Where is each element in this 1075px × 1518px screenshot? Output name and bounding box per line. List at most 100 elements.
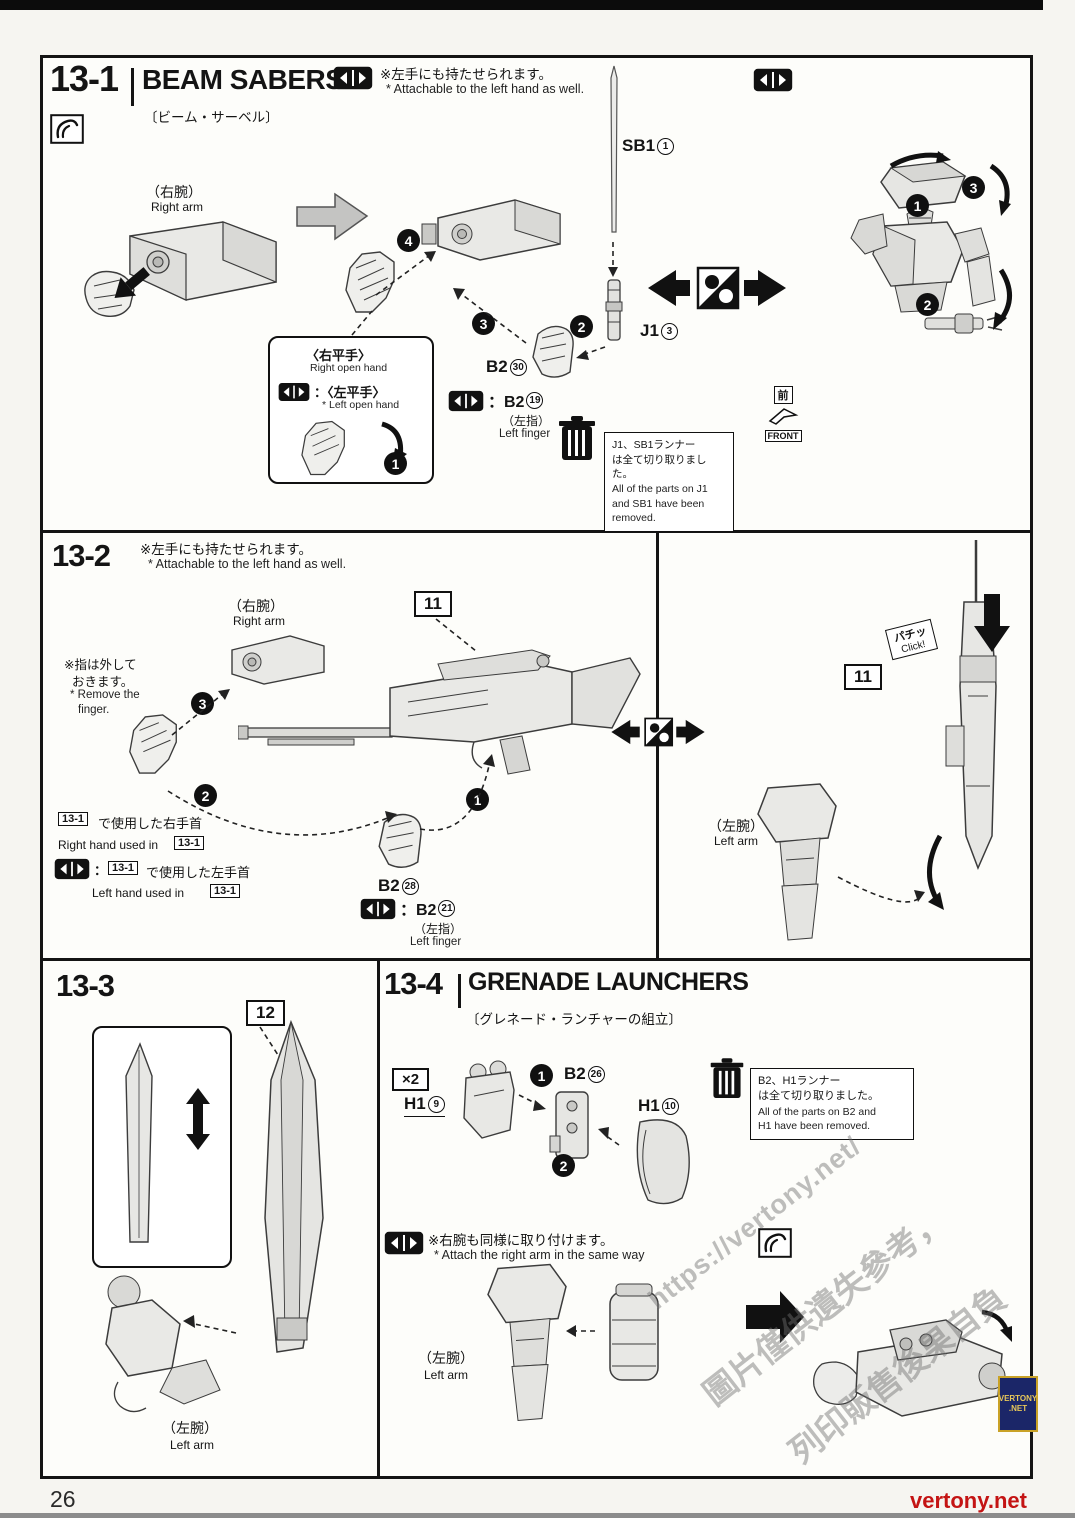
left-finger-label-jp: （左指） xyxy=(414,922,463,936)
left-finger-label-en: Left finger xyxy=(499,428,551,440)
note-line: and SB1 have been xyxy=(612,497,705,510)
step-marker: 3 xyxy=(191,692,214,715)
hand-swap-icon xyxy=(278,383,310,401)
trash-icon xyxy=(710,1058,744,1098)
part-box-12: 12 xyxy=(246,1000,285,1026)
part-code: B2 xyxy=(564,1064,586,1083)
part-code: H1 xyxy=(638,1096,660,1115)
view-change-icon xyxy=(648,266,786,310)
right-arm-label-en: Right arm xyxy=(233,614,286,628)
section-13-1-number: 13-1 xyxy=(50,58,119,99)
grenade-pack-illustration xyxy=(609,1283,659,1381)
title-separator-bar xyxy=(131,68,134,106)
note-line: H1 have been removed. xyxy=(758,1120,871,1133)
hand-swap-icon xyxy=(360,898,396,920)
insert-down-arrow-icon xyxy=(974,594,1010,652)
left-finger-label-en: Left finger xyxy=(410,936,462,948)
view-change-icon xyxy=(611,717,705,747)
part-box-11: 11 xyxy=(844,664,882,690)
right-open-hand-jp: 〈右平手〉 xyxy=(306,348,372,363)
slide-double-arrow-icon xyxy=(186,1088,210,1150)
forearm-illustration xyxy=(421,199,561,261)
section-13-4-number: 13-4 xyxy=(384,966,443,1001)
note-line: All of the parts on B2 and xyxy=(758,1105,876,1118)
ref-box-13-1: 13-1 xyxy=(174,836,205,850)
divider-13-1-13-2 xyxy=(40,530,1033,533)
left-arm-illustration xyxy=(487,1263,567,1422)
part-number-circle: 9 xyxy=(427,1095,445,1113)
trigger-hand-illustration xyxy=(378,813,422,868)
step-marker: 1 xyxy=(530,1064,553,1087)
left-arm-label-en: Left arm xyxy=(714,834,759,848)
fin-illustration xyxy=(125,1042,153,1243)
saber-hilt-illustration xyxy=(605,279,623,341)
note-13-1-jp: ※左手にも持たせられます。 xyxy=(380,67,552,82)
connector-arrows-13-2 xyxy=(167,618,925,903)
note-13-2-en: * Attachable to the left hand as well. xyxy=(148,557,347,571)
step-marker: 2 xyxy=(570,315,593,338)
left-arm-label-jp: （左腕） xyxy=(162,1420,218,1436)
colon: ： xyxy=(94,863,108,878)
beam-rifle-illustration xyxy=(238,649,641,775)
assembled-torso-illustration xyxy=(850,151,1012,334)
connector-arrows-13-3 xyxy=(183,1026,279,1334)
connector-arrows-13-4 xyxy=(518,1094,620,1337)
section-13-4-title: GRENADE LAUNCHERS xyxy=(468,968,749,996)
hand-swap-icon xyxy=(333,66,373,90)
remove-finger-en1: * Remove the xyxy=(70,689,140,701)
badge-line: .NET xyxy=(1008,1404,1028,1413)
left-arm-label-en: Left arm xyxy=(424,1368,469,1382)
part-number-circle: 19 xyxy=(526,391,544,409)
section-13-4-subtitle: 〔グレネード・ランチャーの組立〕 xyxy=(466,1012,682,1027)
removed-runners-note: B2、H1ランナー は全て切り取りました。 All of the parts o… xyxy=(750,1068,914,1141)
note-line: B2、H1ランナー xyxy=(758,1075,841,1087)
part-number-circle: 1 xyxy=(657,137,675,155)
left-open-hand-jp: ：〈左平手〉 xyxy=(314,385,386,400)
ref-box-13-1: 13-1 xyxy=(108,861,139,875)
part-code: H1 xyxy=(404,1094,426,1113)
front-arrow-icon xyxy=(768,408,799,425)
divider-13-3-13-4 xyxy=(377,961,380,1479)
part-box-11: 11 xyxy=(414,591,452,617)
used-right-en: Right hand used in xyxy=(58,838,159,852)
front-en-label: FRONT xyxy=(764,430,802,442)
left-arm-label-en: Left arm xyxy=(170,1438,215,1452)
trash-icon xyxy=(559,416,595,460)
divider-13-2-13-3 xyxy=(40,958,1033,961)
removed-runners-note: J1、SB1ランナー は全て切り取りました。 All of the parts … xyxy=(604,432,734,533)
step-marker: 3 xyxy=(962,176,985,199)
part-h1-9-illustration xyxy=(463,1060,515,1139)
left-arm-assembly-illustration xyxy=(105,1275,221,1413)
rifle-vertical-illustration xyxy=(927,540,997,910)
part-number-circle: 3 xyxy=(660,322,678,340)
section-13-1-title: BEAM SABERS xyxy=(142,64,344,95)
part-b2-26-illustration xyxy=(549,1091,589,1159)
note-13-4-jp: ※右腕も同様に取り付けます。 xyxy=(428,1233,614,1248)
right-open-hand-en: Right open hand xyxy=(310,362,388,374)
note-13-4-en: * Attach the right arm in the same way xyxy=(434,1248,645,1262)
hand-illustration xyxy=(129,714,177,774)
part-code: J1 xyxy=(640,321,659,340)
beam-blade-illustration xyxy=(610,65,618,233)
right-arm-label-en: Right arm xyxy=(151,200,204,214)
note-13-1-en: * Attachable to the left hand as well. xyxy=(386,82,585,96)
hand-swap-icon xyxy=(54,858,90,880)
part-code: ：B2 xyxy=(488,394,525,411)
remove-finger-jp2: おきます。 xyxy=(72,675,134,689)
hand-swap-icon xyxy=(753,68,793,92)
left-arm-label-jp: （左腕） xyxy=(418,1350,474,1366)
part-number-circle: 21 xyxy=(438,899,456,917)
open-hand-illustration xyxy=(301,420,345,476)
fist-hand-illustration xyxy=(532,325,574,378)
front-indicator: 前 FRONT xyxy=(759,386,807,444)
right-arm-illustration xyxy=(231,635,325,685)
note-13-2-jp: ※左手にも持たせられます。 xyxy=(140,542,312,557)
section-13-3-number: 13-3 xyxy=(56,968,115,1003)
left-arm-label-jp: （左腕） xyxy=(708,818,764,834)
